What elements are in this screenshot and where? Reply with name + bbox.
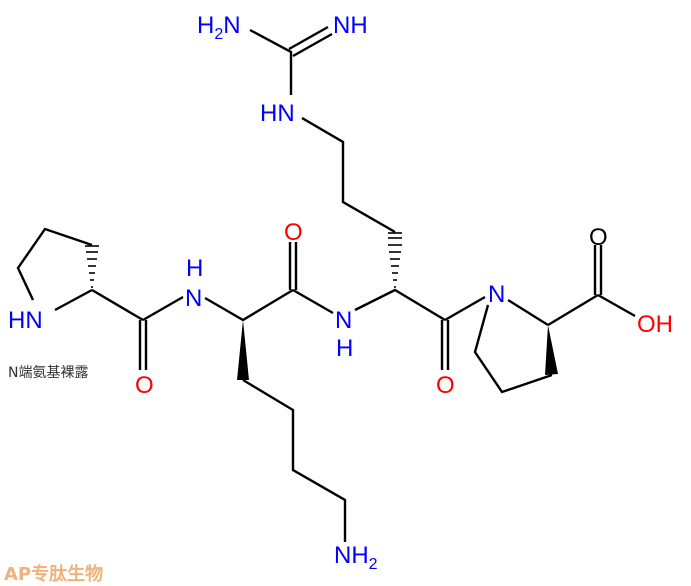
atom-labels: HN H N O O N H O NH2 HN H2N NH N O OH <box>8 12 673 573</box>
bonds <box>16 25 636 542</box>
cooh-o-label: O <box>589 224 608 251</box>
lys-o-label: O <box>284 219 303 246</box>
arg-n-label: N <box>335 307 352 334</box>
guan-nh-label: NH <box>333 12 368 39</box>
guan-h2n-label: H2N <box>197 12 241 43</box>
n-terminal-note: N端氨基裸露 <box>8 365 89 381</box>
pro1-ring-bonds <box>16 227 93 312</box>
arg-backbone-bonds <box>354 288 486 370</box>
pro2-wedge-bond <box>545 325 558 375</box>
pro2-bonds <box>473 245 636 394</box>
watermark-logo: AP专肽生物 <box>4 564 104 585</box>
lys-nh2-label: NH2 <box>334 542 378 573</box>
arg-hash-bond <box>388 232 402 288</box>
pro2-n-label: N <box>488 281 505 308</box>
arg-sidechain-bonds <box>249 25 396 234</box>
arg-h-label: H <box>336 335 353 362</box>
pro1-nh-label: HN <box>8 307 43 334</box>
pro1-o-label: O <box>135 372 154 399</box>
cooh-oh-label: OH <box>637 311 673 338</box>
lys-backbone-bonds <box>204 242 334 322</box>
arg-o-label: O <box>436 372 455 399</box>
lys-n-label: N <box>185 285 202 312</box>
lys-h-label: H <box>186 255 203 282</box>
arg-hn-label: HN <box>260 100 295 127</box>
lys-wedge-bond <box>237 320 249 380</box>
lys-sidechain-bonds <box>242 378 347 542</box>
pro1-hash-bond <box>85 245 99 288</box>
pro1-carbonyl-bonds <box>91 288 184 370</box>
